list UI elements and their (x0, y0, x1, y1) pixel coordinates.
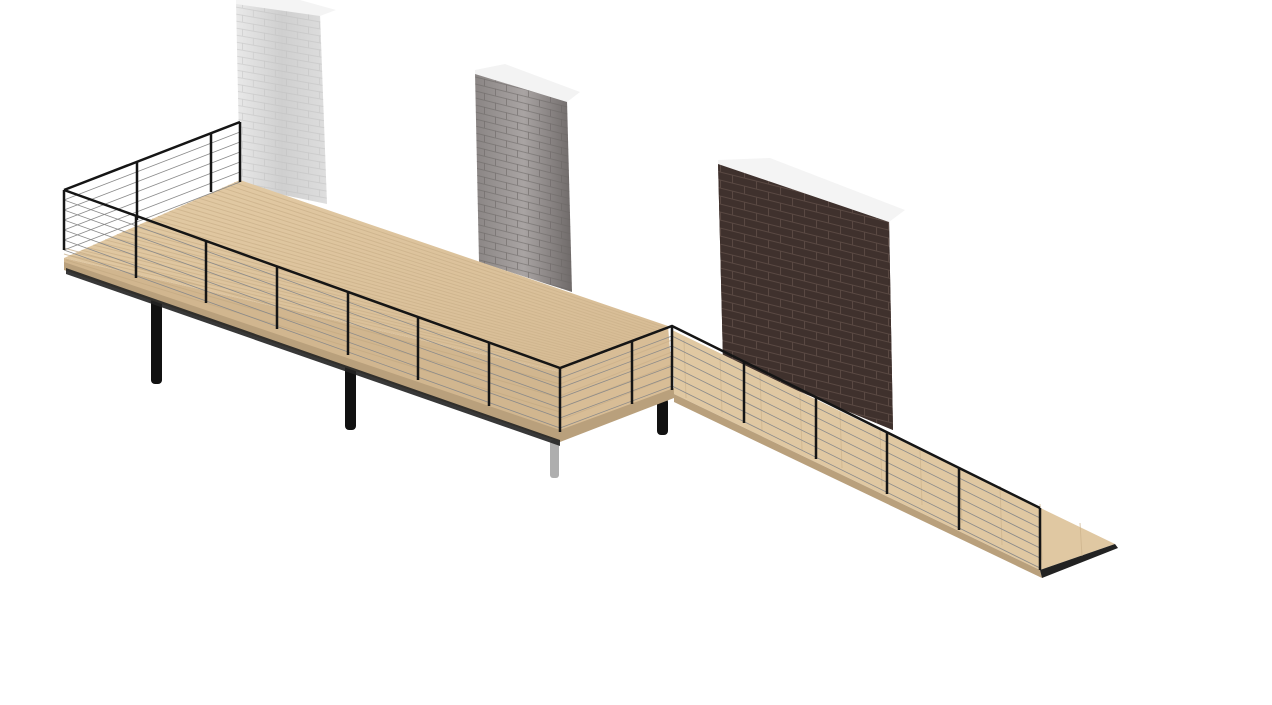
support-posts (151, 298, 668, 478)
dark-brick-wall (718, 158, 905, 430)
wooden-ramp (672, 330, 1118, 578)
support-post (657, 398, 668, 435)
support-post (151, 298, 162, 384)
cable-railing (62, 120, 1042, 570)
white-brick-wall (236, 0, 336, 204)
support-post (550, 440, 559, 478)
wall-cap (475, 64, 580, 102)
wooden-deck-platform (63, 180, 674, 446)
support-post (345, 360, 356, 430)
wall-cap (236, 0, 336, 16)
grey-brick-wall (475, 64, 580, 292)
wall-cap (718, 158, 905, 222)
